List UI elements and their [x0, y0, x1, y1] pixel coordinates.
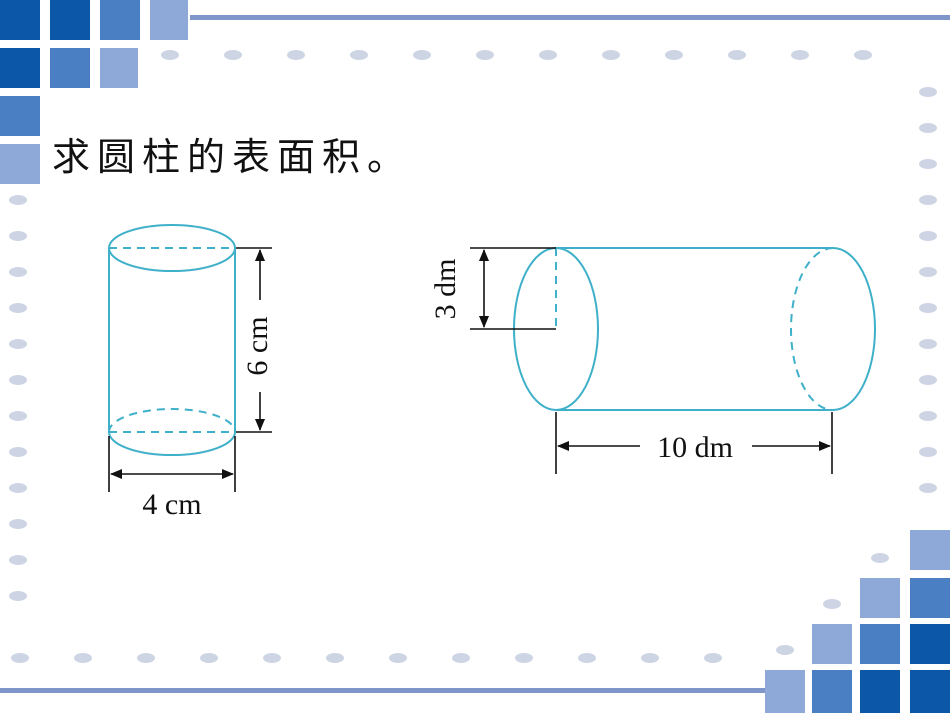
frame-dot [9, 303, 27, 313]
vertical-cylinder [108, 224, 236, 456]
vertical-cylinder-bottom-hidden-arc [108, 408, 236, 433]
length-label: 10 dm [657, 431, 733, 464]
frame-dot [9, 411, 27, 421]
frame-dot [665, 50, 683, 60]
frame-dot [9, 375, 27, 385]
horizontal-cylinder [513, 247, 876, 411]
frame-dot [287, 50, 305, 60]
frame-dot [728, 50, 746, 60]
frame-dot [704, 653, 722, 663]
frame-dot [74, 653, 92, 663]
frame-dot [9, 447, 27, 457]
frame-dot [9, 591, 27, 601]
frame-dot [641, 653, 659, 663]
frame-dot [161, 50, 179, 60]
dotted-frame [9, 50, 937, 663]
frame-dot [919, 411, 937, 421]
frame-dot [263, 653, 281, 663]
horizontal-cylinder-right-front-arc [832, 247, 876, 411]
horizontal-cylinder-dimensions [470, 247, 833, 474]
frame-dot [776, 645, 794, 655]
frame-dot [9, 555, 27, 565]
frame-dot [919, 483, 937, 493]
bottom-right-tile-mosaic [765, 530, 950, 713]
frame-dot [871, 553, 889, 563]
top-left-tile-mosaic [0, 0, 188, 184]
frame-dot [919, 123, 937, 133]
frame-dot [919, 339, 937, 349]
frame-dot [919, 447, 937, 457]
horizontal-cylinder-right-hidden-arc [790, 247, 834, 411]
frame-dot [224, 50, 242, 60]
diameter-label: 4 cm [142, 488, 201, 521]
height-label: 6 cm [241, 316, 274, 375]
frame-dot [919, 87, 937, 97]
frame-dot [578, 653, 596, 663]
frame-dot [919, 375, 937, 385]
frame-dot [389, 653, 407, 663]
problem-title: 求圆柱的表面积。 [52, 135, 413, 179]
vertical-cylinder-bottom-front-arc [108, 431, 236, 456]
frame-dot [791, 50, 809, 60]
top-border-line [190, 15, 950, 20]
frame-dot [919, 159, 937, 169]
frame-dot [9, 195, 27, 205]
frame-dot [919, 267, 937, 277]
frame-dot [413, 50, 431, 60]
radius-label: 3 dm [429, 259, 462, 320]
frame-dot [9, 519, 27, 529]
frame-dot [919, 195, 937, 205]
vertical-cylinder-dimensions [108, 247, 272, 492]
frame-dot [476, 50, 494, 60]
frame-dot [823, 599, 841, 609]
frame-dot [137, 653, 155, 663]
frame-dot [11, 653, 29, 663]
frame-dot [602, 50, 620, 60]
bottom-border-line [0, 688, 770, 693]
frame-dot [9, 483, 27, 493]
frame-dot [515, 653, 533, 663]
frame-dot [452, 653, 470, 663]
frame-dot [9, 339, 27, 349]
frame-dot [919, 231, 937, 241]
frame-dot [9, 231, 27, 241]
frame-dot [9, 267, 27, 277]
frame-dot [539, 50, 557, 60]
frame-dot [854, 50, 872, 60]
frame-dot [200, 653, 218, 663]
frame-dot [350, 50, 368, 60]
frame-dot [326, 653, 344, 663]
frame-dot [919, 303, 937, 313]
